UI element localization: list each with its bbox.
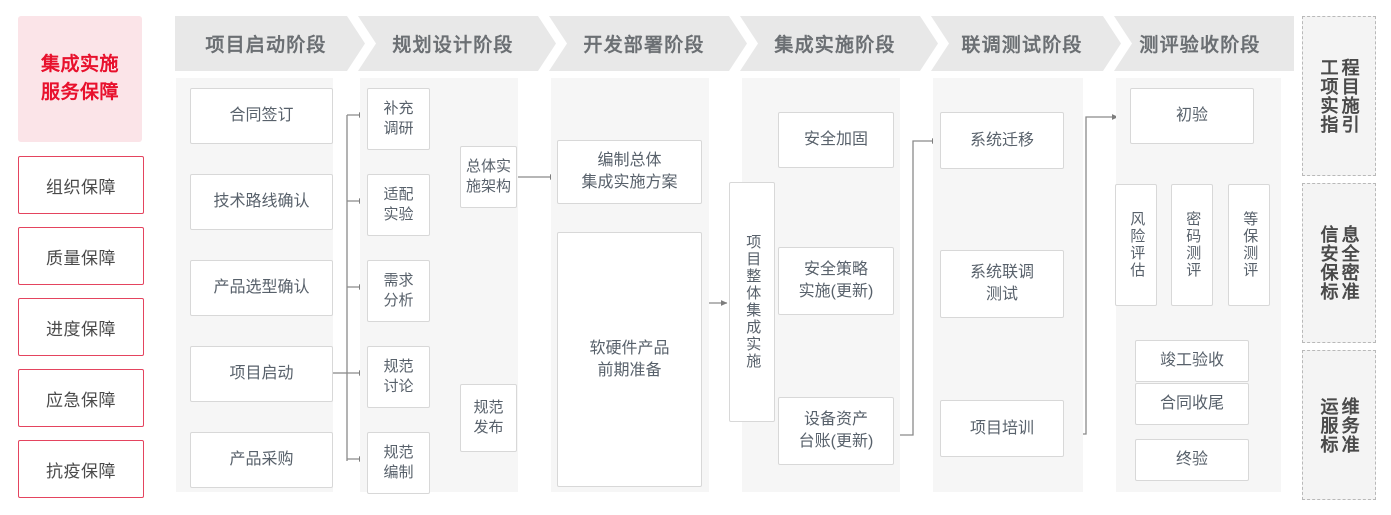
phase-header-label-2: 开发部署阶段 xyxy=(583,35,705,56)
node-tech-route-confirm[interactable]: 技术路线确认 xyxy=(190,174,333,230)
node-requirement-analysis[interactable]: 需求 分析 xyxy=(367,260,430,322)
left-sidebar-item-4[interactable]: 抗疫保障 xyxy=(18,440,144,498)
node-draft-overall-integration-plan-line-2: 集成实施方案 xyxy=(581,174,678,191)
phase-header-2[interactable]: 开发部署阶段 xyxy=(549,16,747,71)
node-spec-discussion[interactable]: 规范 讨论 xyxy=(367,346,430,408)
node-spec-discussion-line-1: 规范 xyxy=(383,357,414,375)
node-overall-implementation-architecture-line-1: 总体实 xyxy=(465,157,511,175)
node-mlps-evaluation[interactable]: 等保测评 xyxy=(1228,184,1270,306)
node-cryptography-evaluation[interactable]: 密码测评 xyxy=(1171,184,1213,306)
node-adaptation-experiment-line-1: 适配 xyxy=(383,185,414,203)
node-overall-implementation-architecture[interactable]: 总体实 施架构 xyxy=(460,146,517,208)
node-security-hardening[interactable]: 安全加固 xyxy=(778,112,894,168)
phase-header-label-0: 项目启动阶段 xyxy=(205,35,327,56)
node-contract-signing[interactable]: 合同签订 xyxy=(190,88,333,144)
phase-header-label-5: 测评验收阶段 xyxy=(1139,35,1261,56)
node-system-migration[interactable]: 系统迁移 xyxy=(940,112,1064,169)
right-sidebar-item-engineering-guide[interactable]: 程目施引 工项实指 xyxy=(1302,16,1376,176)
node-risk-assessment[interactable]: 风险评估 xyxy=(1115,184,1157,306)
node-product-selection-confirm[interactable]: 产品选型确认 xyxy=(190,260,333,316)
node-final-acceptance[interactable]: 终验 xyxy=(1135,439,1249,481)
node-security-policy-implementation-line-1: 安全策略 xyxy=(803,261,868,279)
node-contract-closeout[interactable]: 合同收尾 xyxy=(1135,383,1249,425)
node-hw-sw-product-preparation-line-2: 前期准备 xyxy=(597,361,662,379)
left-sidebar-item-2[interactable]: 进度保障 xyxy=(18,298,144,356)
node-spec-discussion-line-2: 讨论 xyxy=(383,378,414,395)
phase-header-label-4: 联调测试阶段 xyxy=(961,35,1083,56)
node-project-kickoff[interactable]: 项目启动 xyxy=(190,346,333,402)
node-overall-project-integration[interactable]: 项目整体集成实施 xyxy=(729,182,775,422)
node-equipment-asset-ledger-line-2: 台账(更新) xyxy=(798,433,874,450)
node-spec-drafting[interactable]: 规范 编制 xyxy=(367,432,430,494)
right-sidebar-item-0-col-left: 工项实指 xyxy=(1318,58,1339,134)
node-product-procurement[interactable]: 产品采购 xyxy=(190,432,333,488)
node-adaptation-experiment[interactable]: 适配 实验 xyxy=(367,174,430,236)
node-security-policy-implementation[interactable]: 安全策略 实施(更新) xyxy=(778,247,894,315)
node-project-training[interactable]: 项目培训 xyxy=(940,400,1064,457)
phase-header-4[interactable]: 联调测试阶段 xyxy=(931,16,1121,71)
node-hw-sw-product-preparation[interactable]: 软硬件产品 前期准备 xyxy=(557,232,702,487)
node-spec-release-line-2: 发布 xyxy=(473,419,504,436)
phase-header-3[interactable]: 集成实施阶段 xyxy=(740,16,938,71)
right-sidebar-item-1-col-right: 息全密准 xyxy=(1339,225,1360,301)
right-sidebar-item-1-col-left: 信安保标 xyxy=(1318,225,1339,301)
node-requirement-analysis-line-2: 分析 xyxy=(383,292,414,309)
node-adaptation-experiment-line-2: 实验 xyxy=(383,206,414,223)
phase-header-label-1: 规划设计阶段 xyxy=(392,35,514,56)
node-spec-drafting-line-2: 编制 xyxy=(383,464,414,481)
left-sidebar-item-0[interactable]: 组织保障 xyxy=(18,156,144,214)
right-sidebar-item-infosec-standard[interactable]: 息全密准 信安保标 xyxy=(1302,183,1376,343)
node-supplementary-research-line-1: 补充 xyxy=(383,99,414,117)
phase-header-label-3: 集成实施阶段 xyxy=(774,35,896,56)
node-supplementary-research-line-2: 调研 xyxy=(383,120,414,137)
left-header-line-2: 服务保障 xyxy=(40,82,119,103)
node-requirement-analysis-line-1: 需求 xyxy=(383,271,414,289)
node-system-joint-debug-test-line-1: 系统联调 xyxy=(969,264,1034,282)
left-sidebar-header: 集成实施 服务保障 xyxy=(18,16,142,142)
phase-header-1[interactable]: 规划设计阶段 xyxy=(358,16,556,71)
left-header-line-1: 集成实施 xyxy=(40,54,119,76)
node-draft-overall-integration-plan-line-1: 编制总体 xyxy=(597,152,662,170)
node-hw-sw-product-preparation-line-1: 软硬件产品 xyxy=(589,339,670,357)
right-sidebar-item-0-col-right: 程目施引 xyxy=(1339,58,1360,134)
node-equipment-asset-ledger-line-1: 设备资产 xyxy=(803,411,868,429)
node-system-joint-debug-test[interactable]: 系统联调 测试 xyxy=(940,250,1064,318)
phase-header-0[interactable]: 项目启动阶段 xyxy=(175,16,365,71)
phase-header-5[interactable]: 测评验收阶段 xyxy=(1114,16,1294,71)
node-spec-release[interactable]: 规范 发布 xyxy=(460,384,517,452)
left-sidebar-item-1[interactable]: 质量保障 xyxy=(18,227,144,285)
right-sidebar-item-2-col-left: 运服标 xyxy=(1318,396,1339,454)
node-spec-release-line-1: 规范 xyxy=(473,398,504,416)
right-sidebar-item-2-col-right: 维务准 xyxy=(1339,396,1360,454)
node-overall-implementation-architecture-line-2: 施架构 xyxy=(465,178,511,195)
node-completion-acceptance[interactable]: 竣工验收 xyxy=(1135,340,1249,382)
node-security-policy-implementation-line-2: 实施(更新) xyxy=(798,283,874,300)
node-system-joint-debug-test-line-2: 测试 xyxy=(985,286,1018,303)
left-sidebar-item-3[interactable]: 应急保障 xyxy=(18,369,144,427)
node-draft-overall-integration-plan[interactable]: 编制总体 集成实施方案 xyxy=(557,140,702,204)
node-equipment-asset-ledger[interactable]: 设备资产 台账(更新) xyxy=(778,397,894,465)
node-spec-drafting-line-1: 规范 xyxy=(383,443,414,461)
right-sidebar-item-ops-service-standard[interactable]: 维务准 运服标 xyxy=(1302,350,1376,500)
node-supplementary-research[interactable]: 补充 调研 xyxy=(367,88,430,150)
node-preliminary-acceptance[interactable]: 初验 xyxy=(1130,88,1254,144)
